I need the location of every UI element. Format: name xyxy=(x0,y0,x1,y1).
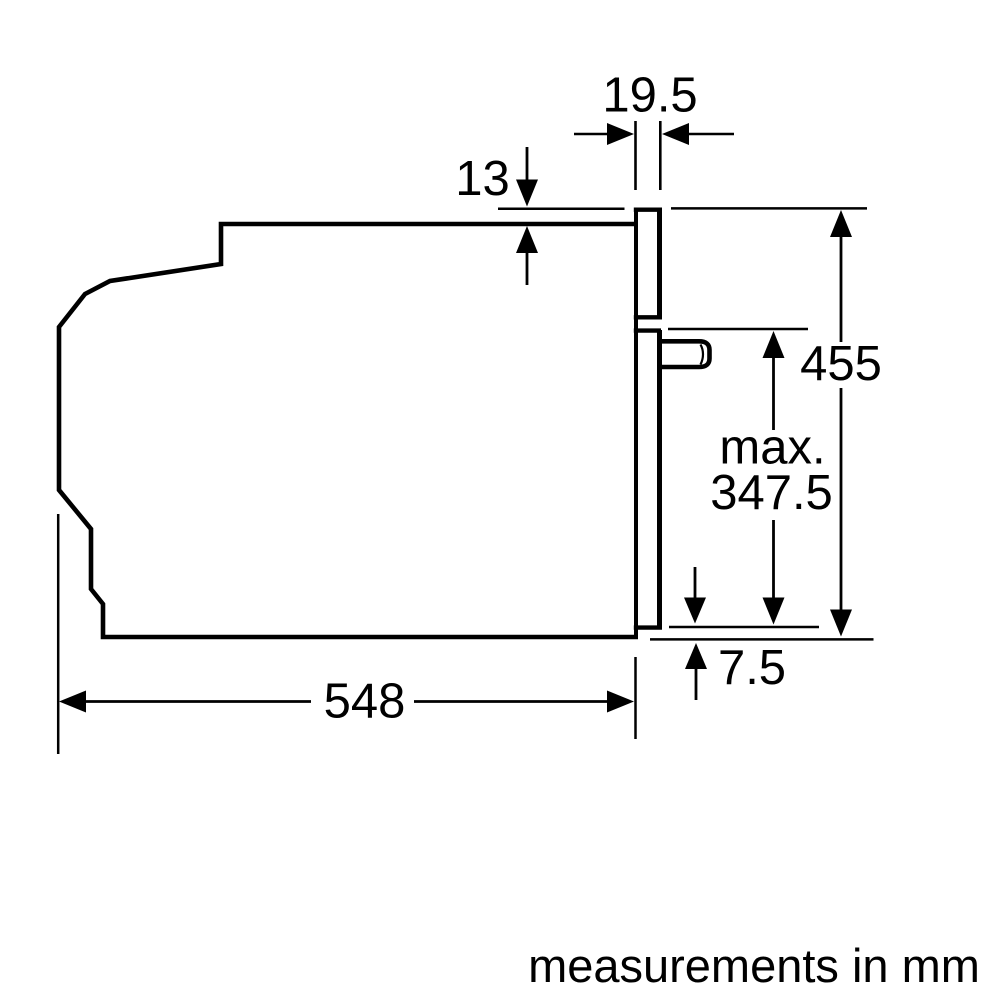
svg-text:13: 13 xyxy=(455,152,510,206)
svg-text:19.5: 19.5 xyxy=(602,69,697,123)
svg-text:7.5: 7.5 xyxy=(718,641,786,695)
svg-text:measurements in mm: measurements in mm xyxy=(528,939,980,992)
svg-text:455: 455 xyxy=(800,337,882,391)
svg-text:max.: max. xyxy=(719,421,825,475)
svg-text:548: 548 xyxy=(324,675,406,729)
svg-text:347.5: 347.5 xyxy=(710,466,833,520)
